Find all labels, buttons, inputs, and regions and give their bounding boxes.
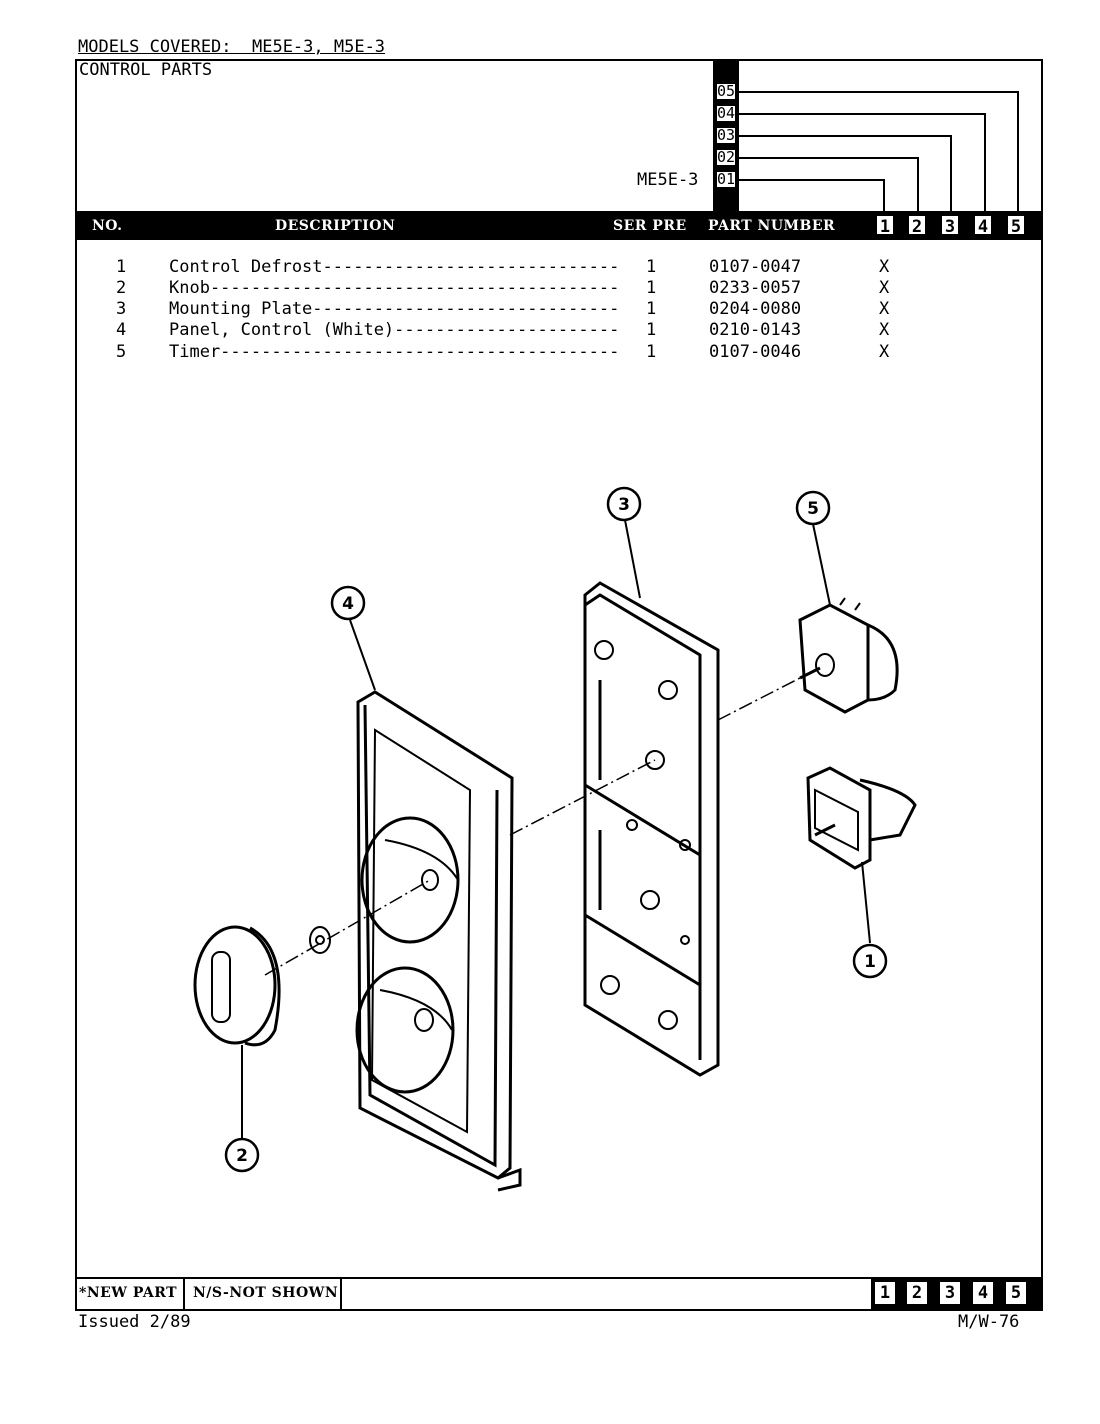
footer-col-2: 2 bbox=[907, 1282, 927, 1304]
models-covered: MODELS COVERED: ME5E-3, M5E-3 bbox=[78, 37, 386, 57]
callout-1: 1 bbox=[864, 952, 876, 972]
control-defrost-drawing bbox=[806, 766, 917, 870]
timer-drawing bbox=[798, 597, 899, 714]
mounting-plate-drawing bbox=[583, 581, 720, 1077]
footer-col-5: 5 bbox=[1006, 1282, 1026, 1304]
table-row: 5 Timer---------------------------------… bbox=[0, 342, 1100, 363]
version-05: 05 bbox=[715, 82, 737, 101]
header-col-1: 1 bbox=[875, 214, 895, 237]
footer-columns: 1 2 3 4 5 bbox=[871, 1277, 1043, 1311]
alignment-lines bbox=[264, 677, 801, 976]
table-row: 2 Knob----------------------------------… bbox=[0, 278, 1100, 299]
row-part-number: 0204-0080 bbox=[709, 299, 802, 319]
row-no: 4 bbox=[116, 320, 127, 340]
header-columns: 1 2 3 4 5 bbox=[873, 212, 1043, 239]
table-row: 4 Panel, Control (White)----------------… bbox=[0, 320, 1100, 341]
callout-4: 4 bbox=[342, 594, 354, 614]
row-mark: X bbox=[879, 299, 890, 319]
version-02: 02 bbox=[715, 148, 737, 167]
footer-col-4: 4 bbox=[973, 1282, 993, 1304]
footer-col-1: 1 bbox=[875, 1282, 895, 1304]
row-mark: X bbox=[879, 278, 890, 298]
row-description: Mounting Plate--------------------------… bbox=[169, 299, 620, 319]
callout-3: 3 bbox=[618, 495, 630, 515]
version-04: 04 bbox=[715, 104, 737, 123]
panel-drawing bbox=[355, 690, 522, 1192]
row-description: Control Defrost-------------------------… bbox=[169, 257, 620, 277]
version-03: 03 bbox=[715, 126, 737, 145]
footer-divider bbox=[183, 1277, 185, 1311]
version-label: ME5E-3 bbox=[637, 170, 699, 190]
row-description: Timer-----------------------------------… bbox=[169, 342, 620, 362]
row-qty: 1 bbox=[646, 278, 657, 298]
page-code: M/W-76 bbox=[958, 1312, 1020, 1332]
row-qty: 1 bbox=[646, 320, 657, 340]
header-part-number: PART NUMBER bbox=[708, 218, 836, 234]
row-no: 2 bbox=[116, 278, 127, 298]
row-no: 3 bbox=[116, 299, 127, 319]
issued-date: Issued 2/89 bbox=[78, 1312, 191, 1332]
version-01: 01 bbox=[715, 170, 737, 189]
row-part-number: 0107-0047 bbox=[709, 257, 802, 277]
row-part-number: 0233-0057 bbox=[709, 278, 802, 298]
header-col-3: 3 bbox=[940, 214, 960, 237]
header-col-4: 4 bbox=[973, 214, 993, 237]
footer-divider bbox=[340, 1277, 342, 1311]
section-title: CONTROL PARTS bbox=[79, 60, 213, 80]
row-part-number: 0107-0046 bbox=[709, 342, 802, 362]
header-col-2: 2 bbox=[907, 214, 927, 237]
row-qty: 1 bbox=[646, 342, 657, 362]
row-part-number: 0210-0143 bbox=[709, 320, 802, 340]
knob-drawing bbox=[193, 925, 331, 1047]
callout-leaders bbox=[241, 519, 871, 1138]
header-col-5: 5 bbox=[1006, 214, 1026, 237]
row-qty: 1 bbox=[646, 257, 657, 277]
table-row: 3 Mounting Plate------------------------… bbox=[0, 299, 1100, 320]
row-qty: 1 bbox=[646, 299, 657, 319]
row-no: 5 bbox=[116, 342, 127, 362]
header-no: NO. bbox=[92, 218, 123, 234]
version-leader-lines bbox=[739, 91, 1019, 211]
header-description: DESCRIPTION bbox=[275, 218, 396, 234]
footer-not-shown: N/S-NOT SHOWN bbox=[193, 1285, 339, 1301]
row-description: Knob------------------------------------… bbox=[169, 278, 620, 298]
callout-5: 5 bbox=[807, 499, 819, 519]
row-description: Panel, Control (White)------------------… bbox=[169, 320, 620, 340]
row-mark: X bbox=[879, 257, 890, 277]
table-row: 1 Control Defrost-----------------------… bbox=[0, 257, 1100, 278]
row-mark: X bbox=[879, 342, 890, 362]
callout-circles bbox=[224, 486, 888, 1173]
header-ser-pre: SER PRE bbox=[613, 218, 687, 234]
row-no: 1 bbox=[116, 257, 127, 277]
callout-2: 2 bbox=[236, 1146, 248, 1166]
footer-new-part: *NEW PART bbox=[79, 1285, 178, 1301]
footer-col-3: 3 bbox=[940, 1282, 960, 1304]
row-mark: X bbox=[879, 320, 890, 340]
